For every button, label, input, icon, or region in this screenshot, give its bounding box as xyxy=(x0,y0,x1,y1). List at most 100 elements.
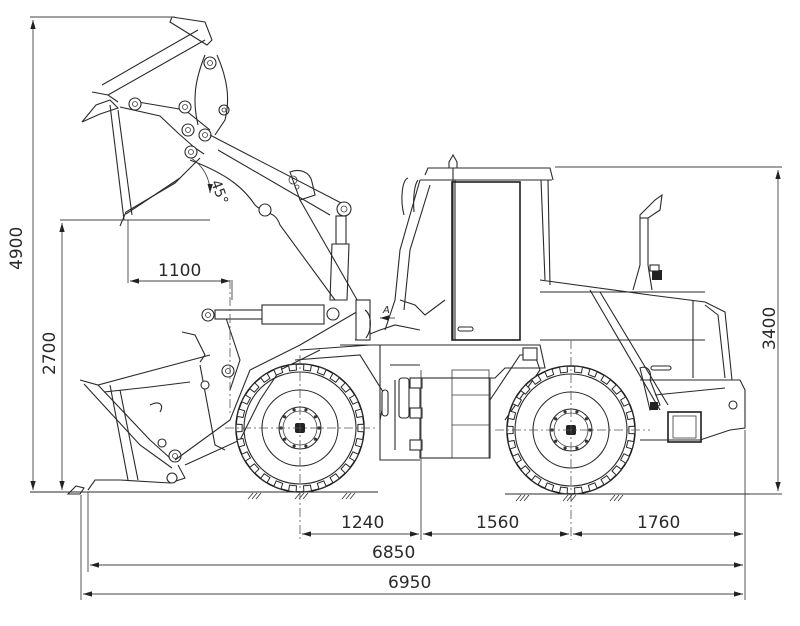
tread-lug xyxy=(329,473,341,484)
cab xyxy=(384,153,554,341)
hub-bolt xyxy=(584,439,589,443)
tread-lug xyxy=(235,423,243,433)
dimension-1560-label: 1560 xyxy=(476,513,519,533)
tread-lug xyxy=(625,410,635,421)
dimension-1100: 1100 xyxy=(127,220,233,300)
dump-angle-label: 45° xyxy=(207,178,231,207)
hub-bolt xyxy=(304,444,308,448)
hub-bolt xyxy=(554,439,558,443)
hub-bolt xyxy=(313,415,317,419)
dimension-6950-label: 6950 xyxy=(388,573,431,593)
hub-bolt xyxy=(563,446,567,450)
dimension-4900: 4900 xyxy=(7,16,175,490)
hub-bolt xyxy=(575,446,579,450)
tread-lug xyxy=(573,486,584,495)
engine-hood xyxy=(539,193,733,411)
tread-lug xyxy=(507,410,517,421)
tread-lug xyxy=(600,475,612,486)
tread-lug xyxy=(573,365,584,374)
tread-lug xyxy=(611,384,623,395)
dimension-3400-label: 3400 xyxy=(760,307,780,350)
ground-line xyxy=(30,491,755,502)
tread-lug xyxy=(259,473,271,484)
section-marker-label: A xyxy=(382,305,390,316)
tread-lug xyxy=(348,394,360,405)
tread-lug xyxy=(240,394,252,405)
tread-lug xyxy=(287,363,298,372)
tread-lug xyxy=(544,482,555,492)
rear-tire-tread xyxy=(506,365,636,495)
tread-lug xyxy=(611,465,623,476)
tread-lug xyxy=(530,475,542,486)
dimension-3400: 3400 xyxy=(555,166,782,495)
dimension-2700-label: 2700 xyxy=(40,332,60,375)
lowered-bucket xyxy=(66,331,211,495)
tread-lug xyxy=(587,482,598,492)
tread-lug xyxy=(340,463,352,474)
tread-lug xyxy=(519,465,531,476)
tread-lug xyxy=(287,484,298,493)
tread-lug xyxy=(625,439,635,450)
tread-lug xyxy=(587,368,598,378)
tread-lug xyxy=(302,484,313,493)
axle-centerlines xyxy=(225,280,650,540)
tread-lug xyxy=(236,408,246,419)
hub-bolt xyxy=(575,410,579,414)
hub-bolt xyxy=(292,444,296,448)
dimension-6950: 6950 xyxy=(83,573,743,597)
tread-lug xyxy=(507,439,517,450)
tread-lug xyxy=(348,451,360,462)
tread-lug xyxy=(302,363,313,372)
hub-bolt xyxy=(563,410,567,414)
tread-lug xyxy=(506,425,514,435)
tread-lug xyxy=(316,366,327,376)
tread-lug xyxy=(519,384,531,395)
tread-lug xyxy=(236,437,246,448)
dimension-chain-bottom: 1240 1560 1760 xyxy=(80,370,746,600)
lowered-boom-arm xyxy=(174,304,386,466)
dimension-6850-label: 6850 xyxy=(372,543,415,563)
tread-lug xyxy=(511,396,523,407)
hub-bolt xyxy=(588,428,592,432)
tread-lug xyxy=(340,382,352,393)
raised-bucket xyxy=(81,16,230,227)
tread-lug xyxy=(316,480,327,490)
tread-lug xyxy=(357,423,365,433)
tread-lug xyxy=(354,437,364,448)
tread-lug xyxy=(558,365,569,374)
hub-bolt xyxy=(584,417,589,421)
hub-bolt xyxy=(292,408,296,412)
hub-bolt xyxy=(554,417,558,421)
dimension-1760-label: 1760 xyxy=(637,513,680,533)
hub-bolt xyxy=(304,408,308,412)
dimension-1100-label: 1100 xyxy=(158,261,201,281)
tread-lug xyxy=(511,453,523,464)
dimension-4900-label: 4900 xyxy=(7,227,27,270)
dimension-6850: 6850 xyxy=(90,543,743,568)
tread-lug xyxy=(248,382,260,393)
tread-lug xyxy=(329,372,341,383)
tread-lug xyxy=(619,453,631,464)
tread-lug xyxy=(619,396,631,407)
hub-bolt xyxy=(283,415,287,419)
tread-lug xyxy=(544,368,555,378)
tread-lug xyxy=(248,463,260,474)
chassis-frame xyxy=(340,299,546,461)
tread-lug xyxy=(558,486,569,495)
front-tire-tread xyxy=(235,363,365,493)
dimension-2700: 2700 xyxy=(40,219,210,490)
dimension-1240-label: 1240 xyxy=(341,513,384,533)
dump-angle-annotation: 45° xyxy=(190,157,231,207)
tread-lug xyxy=(354,408,364,419)
tread-lug xyxy=(273,366,284,376)
hub-bolt xyxy=(313,437,317,441)
tread-lug xyxy=(600,374,612,385)
hub-bolt xyxy=(283,437,287,441)
raised-boom-arm xyxy=(189,134,361,306)
tread-lug xyxy=(273,480,284,490)
tread-lug xyxy=(259,372,271,383)
tread-lug xyxy=(240,451,252,462)
section-marker: A xyxy=(380,305,395,321)
tread-lug xyxy=(530,374,542,385)
